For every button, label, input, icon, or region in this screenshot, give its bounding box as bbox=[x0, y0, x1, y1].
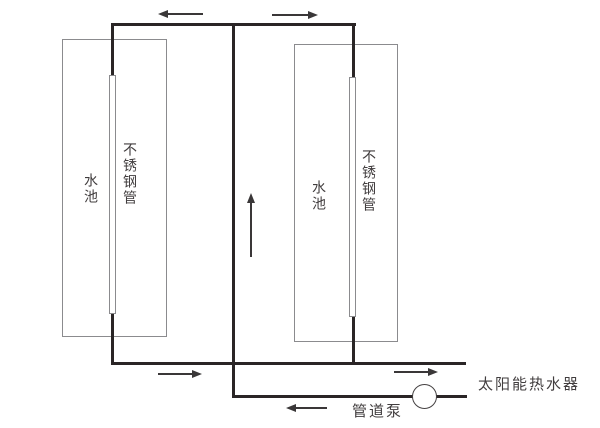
arrow-head-right-icon bbox=[308, 11, 318, 19]
return-pipe bbox=[232, 395, 467, 398]
tank-right-pipe-label: 不锈钢管 bbox=[360, 149, 375, 213]
arrow-head-left-icon bbox=[286, 404, 296, 412]
arrow-shaft bbox=[250, 202, 252, 257]
left-riser-lower-segment bbox=[111, 313, 114, 365]
tank-left-pool-label: 水池 bbox=[82, 173, 97, 205]
arrow-shaft bbox=[167, 13, 203, 15]
arrow-head-left-icon bbox=[158, 10, 168, 18]
arrow-shaft bbox=[394, 371, 429, 373]
arrow-shaft bbox=[295, 407, 327, 409]
stainless-pipe-right bbox=[349, 77, 356, 317]
left-riser-upper-segment bbox=[111, 23, 114, 76]
arrow-head-right-icon bbox=[428, 368, 438, 376]
right-riser-lower-segment bbox=[352, 316, 355, 365]
tank-right-pool-label: 水池 bbox=[310, 180, 325, 212]
stainless-pipe-left bbox=[109, 75, 116, 314]
solar-heater-label: 太阳能热水器 bbox=[478, 377, 581, 393]
bottom-supply-pipe bbox=[111, 362, 466, 365]
arrow-head-up-icon bbox=[246, 193, 255, 203]
arrow-shaft bbox=[158, 373, 193, 375]
right-riser-upper-segment bbox=[352, 23, 355, 78]
pump-circle bbox=[412, 384, 437, 409]
arrow-shaft bbox=[272, 14, 309, 16]
water-tank-right bbox=[294, 44, 398, 342]
arrow-head-right-icon bbox=[192, 370, 202, 378]
tank-left-pipe-label: 不锈钢管 bbox=[121, 142, 136, 206]
pump-label: 管道泵 bbox=[352, 404, 404, 420]
center-riser-pipe bbox=[232, 23, 235, 398]
